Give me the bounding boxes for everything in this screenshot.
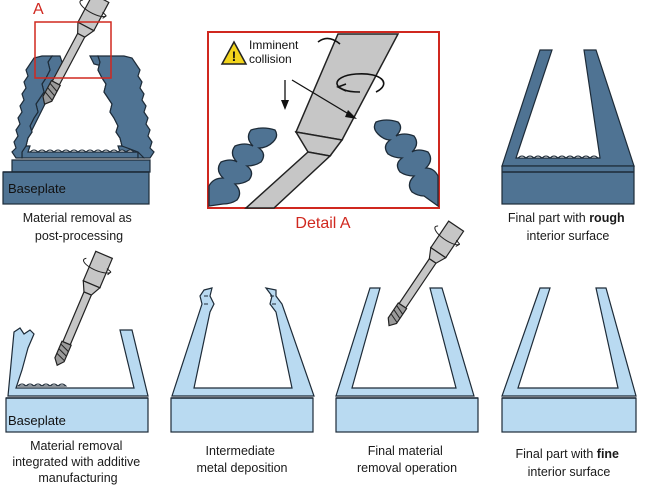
part-final-removal — [335, 287, 479, 433]
svg-text:!: ! — [232, 48, 237, 64]
caption-bottom-3: Final material removal operation — [357, 444, 457, 475]
caption-top-left: Material removal as post-processing — [23, 211, 136, 243]
milling-tool-panel1 — [41, 247, 117, 372]
caption-bottom-2: Intermediate metal deposition — [196, 444, 287, 475]
caption-top-right: Final part with rough interior surface — [508, 211, 628, 243]
detail-a-title: Detail A — [295, 215, 350, 232]
part-rough-final — [501, 49, 635, 205]
detail-left-wall — [208, 127, 278, 207]
part-intermediate-deposition — [170, 287, 315, 433]
part-fine-final — [501, 287, 637, 433]
detail-marker-box — [34, 21, 112, 79]
caption-bottom-1: Material removal integrated with additiv… — [12, 439, 143, 485]
detail-a-panel: ! Imminent collision — [207, 31, 440, 209]
collision-note: Imminent collision — [249, 38, 302, 66]
detail-right-wall — [373, 119, 439, 208]
baseplate-top — [2, 171, 150, 205]
baseplate-label-bottom: Baseplate — [8, 413, 66, 428]
detail-marker-label: A — [33, 1, 44, 18]
caption-bottom-4: Final part with fine interior surface — [516, 447, 623, 479]
baseplate-label-top: Baseplate — [8, 181, 66, 196]
part-post-processing — [11, 55, 155, 173]
milling-tool-panel3 — [374, 216, 468, 334]
part-integrated-removal — [5, 327, 149, 433]
warning-icon — [220, 40, 248, 65]
